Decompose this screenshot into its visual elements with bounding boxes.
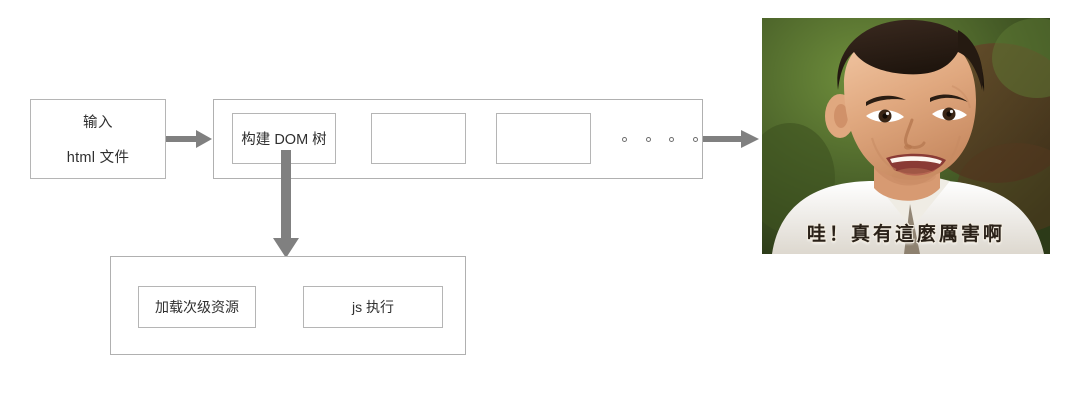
pipeline-ellipsis [622,131,698,147]
subprocess-stage-js-execute: js 执行 [303,286,443,328]
arrow-dom-to-subprocess-icon [273,150,299,258]
input-box: 输入 html 文件 [30,99,166,179]
pipeline-stage-empty-1 [371,113,466,164]
arrow-pipeline-to-image-icon [703,130,759,148]
input-box-line2: html 文件 [66,150,130,166]
input-box-line1: 输入 [83,115,113,131]
meme-subtitle: 哇！真有這麼厲害啊 [806,223,1005,245]
meme-image: 哇！真有這麼厲害啊 [762,18,1050,254]
subprocess-stage-load-resources: 加载次级资源 [138,286,256,328]
ellipsis-dot [669,136,675,142]
subprocess-box: 加载次级资源 js 执行 [110,256,466,355]
ellipsis-dot [622,136,627,142]
ellipsis-dot [645,136,651,142]
arrow-input-to-pipeline-icon [166,130,212,148]
meme-photo-illustration [762,18,1050,254]
pipeline-stage-empty-2 [496,113,591,164]
pipeline-box: 构建 DOM 树 [213,99,703,179]
ellipsis-dot [692,136,698,142]
